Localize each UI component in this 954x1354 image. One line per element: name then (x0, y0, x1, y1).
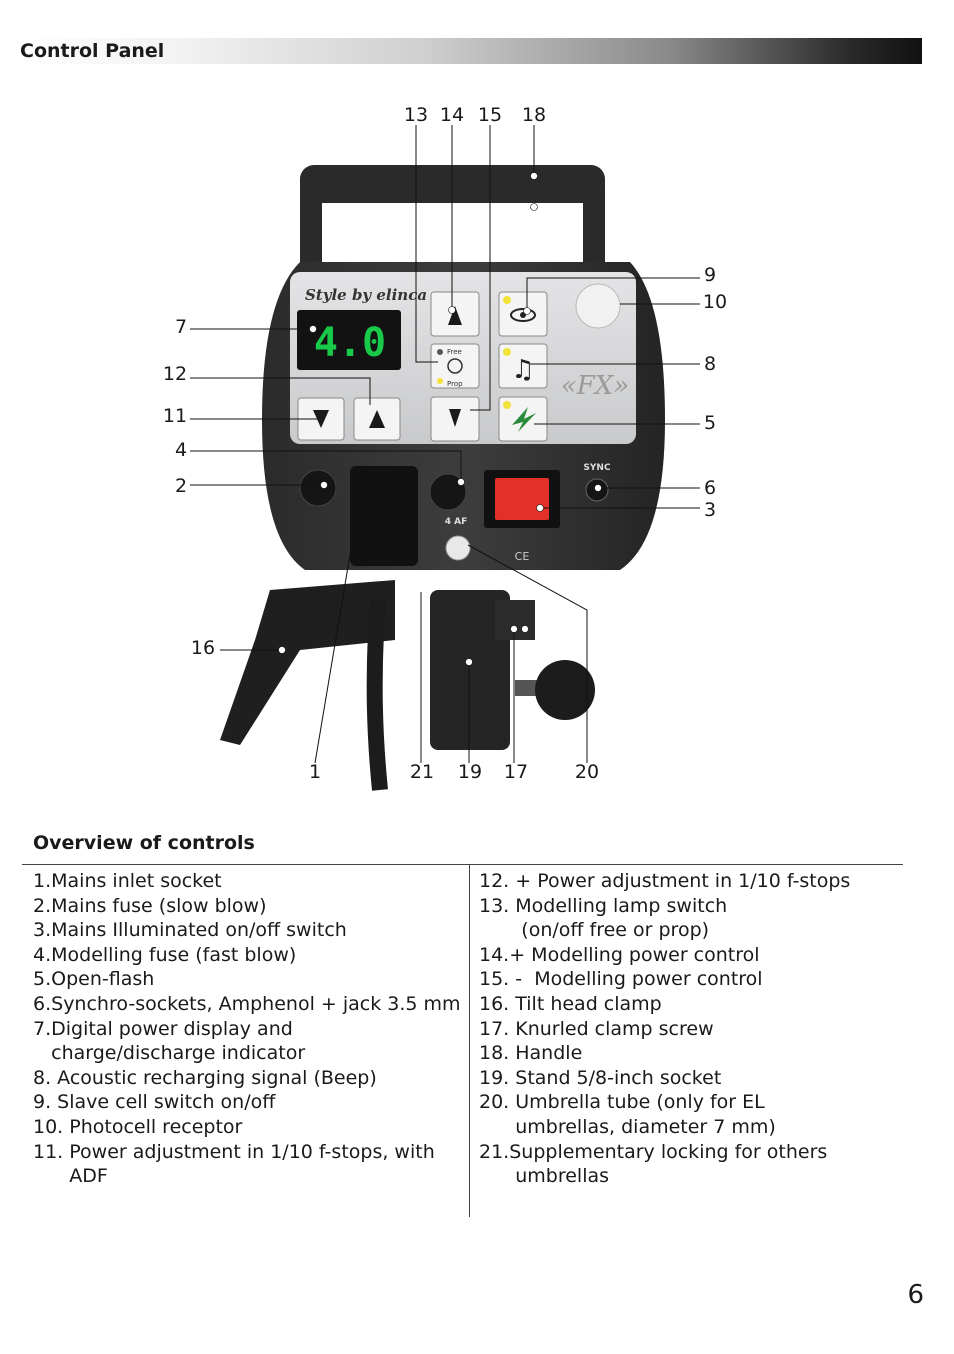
callout-4: 4 (174, 439, 188, 461)
photocell-receptor (575, 283, 621, 329)
page-number: 6 (907, 1280, 924, 1310)
callout-1: 1 (308, 761, 322, 783)
lamp-icon (447, 358, 463, 374)
list-item: 16. Tilt head clamp (479, 992, 662, 1015)
callout-10: 10 (702, 291, 728, 313)
list-item: 10. Photocell receptor (33, 1115, 243, 1138)
callout-lines (190, 125, 700, 764)
flash-icon (512, 407, 536, 432)
callout-13: 13 (403, 104, 429, 126)
list-item: 8. Acoustic recharging signal (Beep) (33, 1066, 377, 1089)
callout-5: 5 (703, 412, 717, 434)
control-panel-figure: Style by elinca 4.0 Free Prop ♫ «FX» (162, 104, 728, 791)
list-item: umbrellas (479, 1165, 610, 1188)
arrow-down-icon (449, 409, 461, 427)
callout-17: 17 (503, 761, 529, 783)
callout-21: 21 (409, 761, 435, 783)
list-item: 14.+ Modelling power control (479, 943, 760, 966)
controls-list-right: 12. + Power adjustment in 1/10 f-stops 1… (479, 869, 850, 1189)
display-value: 4.0 (314, 320, 386, 366)
callout-18: 18 (521, 104, 547, 126)
sync-label: SYNC (583, 463, 611, 473)
music-note-icon: ♫ (511, 355, 534, 385)
callout-9: 9 (703, 264, 717, 286)
digital-power-display (297, 310, 401, 370)
list-item: 21.Supplementary locking for others (479, 1140, 828, 1163)
tilt-head-clamp (220, 580, 395, 745)
flash-unit-photo: Style by elinca 4.0 Free Prop ♫ «FX» (190, 125, 700, 791)
list-item: umbrellas, diameter 7 mm) (479, 1115, 776, 1138)
callout-14: 14 (439, 104, 465, 126)
stand-socket (430, 590, 510, 750)
callout-19: 19 (457, 761, 483, 783)
header-bar (18, 38, 922, 64)
mains-fuse (299, 469, 337, 507)
callout-2: 2 (174, 475, 188, 497)
list-item: 2.Mains fuse (slow blow) (33, 894, 267, 917)
modelling-lamp-switch[interactable] (430, 343, 480, 389)
mains-inlet-socket (350, 466, 418, 566)
callout-7: 7 (174, 316, 188, 338)
list-item: 12. + Power adjustment in 1/10 f-stops (479, 870, 851, 892)
list-item: 20. Umbrella tube (only for EL (479, 1091, 765, 1114)
list-item: 1.Mains inlet socket (33, 870, 222, 892)
mains-on-off-switch[interactable] (495, 478, 549, 520)
list-item: charge/discharge indicator (33, 1042, 306, 1065)
list-item: (on/off free or prop) (479, 919, 710, 942)
callout-3: 3 (703, 499, 717, 521)
fuse-label: 4 AF (445, 517, 468, 527)
table-divider (22, 864, 903, 865)
controls-list-left: 1.Mains inlet socket 2.Mains fuse (slow … (33, 869, 461, 1189)
list-item: 11. Power adjustment in 1/10 f-stops, wi… (33, 1140, 435, 1163)
arrow-up-icon (369, 410, 385, 428)
list-item: 5.Open-flash (33, 968, 155, 991)
column-divider (469, 865, 470, 1217)
fx-logo: «FX» (561, 371, 629, 401)
modelling-fuse (429, 473, 467, 511)
callout-11: 11 (162, 405, 188, 427)
eye-icon (510, 308, 536, 322)
free-label: Free (447, 348, 462, 356)
callout-20: 20 (574, 761, 600, 783)
list-item: 3.Mains Illuminated on/off switch (33, 919, 347, 942)
brand-logo: Style by elinca (305, 286, 427, 304)
list-item: 9. Slave cell switch on/off (33, 1091, 276, 1114)
callout-dots (278, 172, 602, 666)
list-item: 4.Modelling fuse (fast blow) (33, 943, 297, 966)
callout-12: 12 (162, 363, 188, 385)
list-item: 7.Digital power display and (33, 1017, 293, 1040)
prop-label: Prop (447, 380, 463, 388)
list-item: 13. Modelling lamp switch (479, 894, 728, 917)
umbrella-tube (445, 535, 471, 561)
callout-8: 8 (703, 353, 717, 375)
list-item: 15. - Modelling power control (479, 968, 763, 991)
list-item: 17. Knurled clamp screw (479, 1017, 714, 1040)
overview-title: Overview of controls (33, 832, 255, 854)
list-item: ADF (33, 1165, 108, 1188)
page-title: Control Panel (20, 40, 165, 62)
beep-button[interactable] (498, 343, 548, 389)
callout-15: 15 (477, 104, 503, 126)
callout-16: 16 (190, 637, 216, 659)
ce-mark: CE (515, 550, 530, 563)
list-item: 6.Synchro-sockets, Amphenol + jack 3.5 m… (33, 992, 461, 1015)
list-item: 18. Handle (479, 1042, 583, 1065)
knurled-clamp-screw (535, 660, 595, 720)
arrow-up-icon (448, 306, 462, 325)
callout-6: 6 (703, 477, 717, 499)
list-item: 19. Stand 5/8-inch socket (479, 1066, 722, 1089)
arrow-down-icon (313, 410, 329, 428)
